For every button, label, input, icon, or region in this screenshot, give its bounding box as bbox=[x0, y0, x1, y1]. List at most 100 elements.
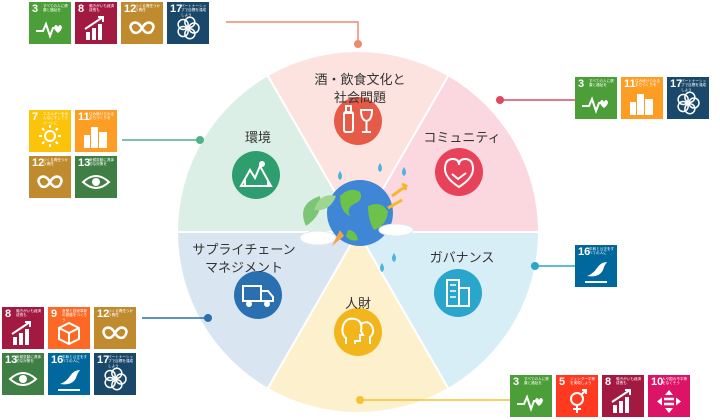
flower-icon bbox=[177, 16, 200, 40]
city-icon bbox=[630, 94, 653, 115]
sdg-number: 11 bbox=[624, 78, 636, 90]
sdg-goal-text: 産業と技術革新の基盤をつくろう bbox=[62, 309, 88, 322]
sector-divider bbox=[357, 231, 449, 389]
sdg-number: 13 bbox=[5, 354, 18, 366]
sdg-number: 12 bbox=[32, 157, 45, 169]
heartbeat-icon bbox=[582, 96, 608, 114]
category-label-supplychain: サプライチェーンマネジメント bbox=[174, 242, 314, 278]
cube-icon bbox=[58, 321, 80, 346]
sdg-number: 8 bbox=[78, 3, 85, 15]
sdg-goal-text: パートナーシップで目標を達成しよう bbox=[681, 79, 707, 92]
category-label-line: 社会問題 bbox=[333, 91, 386, 106]
sdg-goal-text: 気候変動に具体的な対策を bbox=[89, 158, 115, 167]
sdg-number: 16 bbox=[578, 246, 591, 258]
sector-divider bbox=[267, 231, 359, 389]
sdg-tile-8: 8 働きがいも経済成長も bbox=[2, 307, 44, 349]
connector-dot-people bbox=[356, 396, 364, 404]
sdg-number: 9 bbox=[51, 308, 58, 320]
growth-icon bbox=[84, 16, 104, 40]
people-icon bbox=[334, 308, 382, 356]
globe-illustration bbox=[299, 163, 414, 272]
sdg-number: 3 bbox=[513, 376, 520, 388]
infinity-icon bbox=[37, 175, 63, 189]
sdg-number: 7 bbox=[32, 111, 39, 123]
sdg-tile-3: 3 すべての人に健康と福祉を bbox=[510, 375, 552, 417]
sdg-number: 3 bbox=[578, 78, 585, 90]
sdg-number: 8 bbox=[605, 376, 612, 388]
sdg-number: 13 bbox=[78, 157, 91, 169]
sdg-goal-text: つくる責任つかう責任 bbox=[108, 309, 134, 318]
equality-icon bbox=[657, 390, 681, 413]
environment-icon bbox=[232, 151, 280, 199]
sdg-goal-text: 働きがいも経済成長も bbox=[16, 309, 42, 318]
sdg-goal-text: 住み続けられるまちづくりを bbox=[89, 112, 115, 121]
sdg-number: 12 bbox=[124, 3, 137, 15]
sdg-goal-text: すべての人に健康と福祉を bbox=[43, 4, 68, 13]
category-label-environment: 環境 bbox=[188, 130, 328, 148]
sdg-number: 16 bbox=[51, 354, 64, 366]
eye-icon bbox=[81, 175, 111, 189]
category-label-line: 環境 bbox=[244, 131, 271, 146]
supplychain-icon bbox=[234, 271, 282, 319]
sdg-tile-9: 9 産業と技術革新の基盤をつくろう bbox=[48, 307, 90, 349]
sdg-goal-text: パートナーシップで目標を達成しよう bbox=[108, 355, 134, 368]
sdg-goal-text: すべての人に健康と福祉を bbox=[589, 79, 614, 88]
sdg-number: 10 bbox=[651, 376, 664, 388]
sdg-tile-3: 3 すべての人に健康と福祉を bbox=[575, 77, 617, 119]
category-label-line: 人財 bbox=[344, 297, 371, 312]
sdg-goal-text: 平和と公正をすべての人に bbox=[62, 355, 88, 364]
sdg-number: 12 bbox=[97, 308, 110, 320]
growth-icon bbox=[11, 321, 31, 345]
alcohol-icon bbox=[334, 97, 382, 145]
sdg-goal-text: つくる責任つかう責任 bbox=[43, 158, 69, 167]
sdg-goal-text: つくる責任つかう責任 bbox=[135, 4, 161, 13]
category-label-governance: ガバナンス bbox=[392, 250, 532, 268]
sdg-goal-text: パートナーシップで目標を達成しよう bbox=[181, 4, 207, 17]
sdg-tile-8: 8 働きがいも経済成長も bbox=[75, 2, 117, 44]
connector-line-alcohol bbox=[226, 21, 359, 44]
sdg-number: 3 bbox=[32, 3, 39, 15]
sdg-number: 8 bbox=[5, 308, 12, 320]
eye-icon bbox=[8, 372, 38, 386]
sdg-goal-text: すべての人に健康と福祉を bbox=[524, 377, 549, 386]
sdg-goal-text: 働きがいも経済成長も bbox=[89, 4, 115, 13]
category-label-line: 酒・飲食文化と bbox=[314, 73, 406, 88]
gender-icon bbox=[570, 389, 587, 413]
category-label-people: 人財 bbox=[288, 296, 428, 314]
sdg-goal-text: エネルギーをみんなにそしてクリーンに bbox=[43, 112, 69, 125]
heartbeat-icon bbox=[36, 21, 62, 39]
growth-icon bbox=[611, 389, 631, 413]
sdg-tile-7: 7 エネルギーをみんなにそしてクリーンに bbox=[29, 110, 71, 152]
sdg-number: 5 bbox=[559, 376, 566, 388]
category-label-line: マネジメント bbox=[204, 261, 283, 276]
connector-dot-alcohol bbox=[354, 40, 362, 48]
flower-icon bbox=[677, 91, 700, 115]
sdg-goal-text: 平和と公正をすべての人に bbox=[589, 247, 615, 256]
connector-dot-environment bbox=[196, 136, 204, 144]
category-label-community: コミュニティ bbox=[392, 130, 532, 148]
sdg-goal-text: 住み続けられるまちづくりを bbox=[635, 79, 661, 88]
heartbeat-icon bbox=[517, 394, 543, 412]
sun-icon bbox=[39, 125, 61, 147]
connector-dot-community bbox=[496, 96, 504, 104]
sdg-goal-text: 気候変動に具体的な対策を bbox=[16, 355, 42, 364]
category-label-line: コミュニティ bbox=[423, 131, 501, 146]
category-label-line: ガバナンス bbox=[429, 251, 495, 266]
infinity-icon bbox=[102, 326, 128, 340]
governance-icon bbox=[434, 269, 482, 317]
sdg-tile-3: 3 すべての人に健康と福祉を bbox=[29, 2, 71, 44]
